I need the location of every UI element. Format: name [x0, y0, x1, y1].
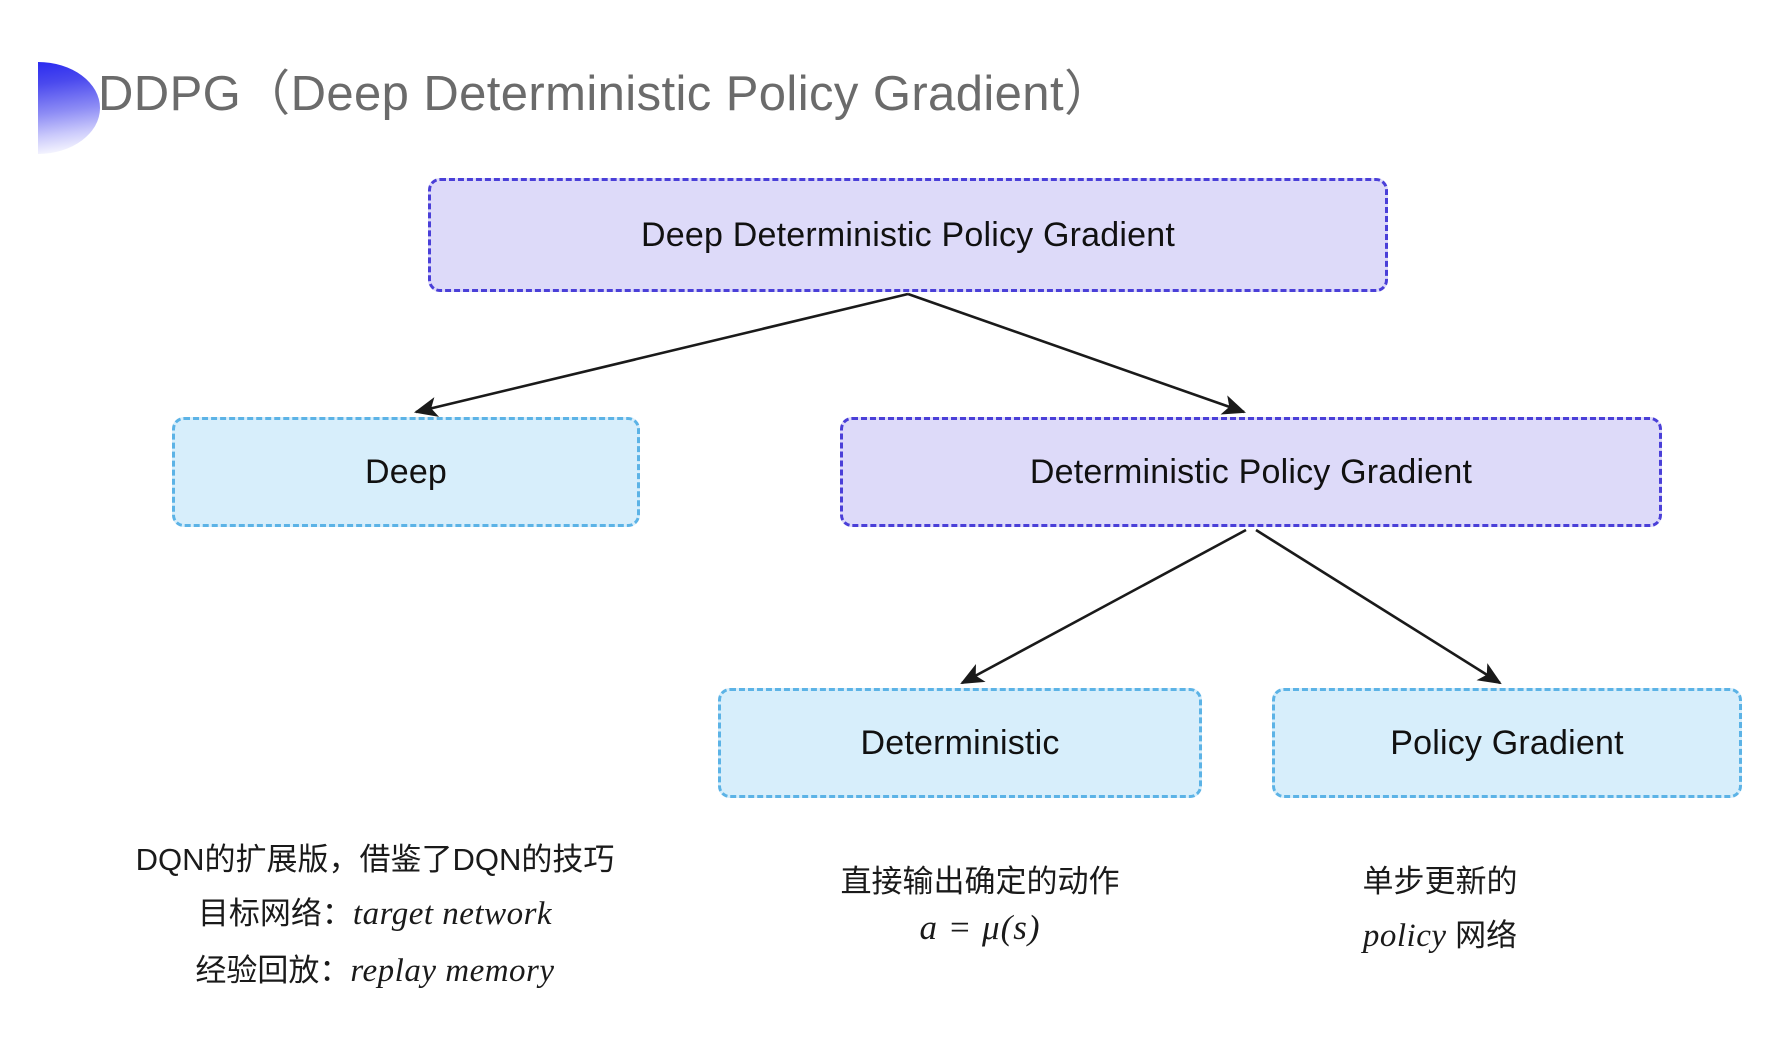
node-deep[interactable]: Deep	[172, 417, 640, 527]
node-dpg-label: Deterministic Policy Gradient	[1029, 452, 1473, 491]
caption-deterministic-formula: a = μ(s)	[919, 908, 1041, 948]
caption-deep-line3: 经验回放：replay memory	[90, 943, 660, 1000]
edge-root-to-dpg	[907, 292, 1246, 415]
caption-deep-line2-label: 目标网络：	[197, 896, 353, 932]
node-root[interactable]: Deep Deterministic Policy Gradient	[428, 178, 1388, 292]
node-pg-label: Policy Gradient	[1390, 723, 1624, 762]
edge-root-to-deep	[413, 292, 909, 417]
node-policy-gradient[interactable]: Policy Gradient	[1272, 688, 1742, 798]
node-det-label: Deterministic	[860, 723, 1060, 762]
caption-deep-line3-value: replay memory	[350, 953, 555, 990]
node-deterministic-policy-gradient[interactable]: Deterministic Policy Gradient	[840, 417, 1662, 527]
node-deep-label: Deep	[364, 452, 448, 491]
edge-dpg-to-pg	[1255, 528, 1502, 685]
caption-policy-gradient-term: policy	[1362, 918, 1447, 955]
caption-deep-line2: 目标网络：target network	[90, 886, 660, 943]
node-root-label: Deep Deterministic Policy Gradient	[641, 215, 1175, 254]
caption-deterministic-line1: 直接输出确定的动作	[840, 864, 1120, 899]
caption-policy-gradient-line1: 单步更新的	[1362, 864, 1518, 899]
caption-deep-line3-label: 经验回放：	[195, 953, 351, 989]
caption-policy-gradient: 单步更新的 policy 网络	[1230, 855, 1650, 965]
caption-policy-gradient-suffix: 网络	[1446, 918, 1518, 954]
caption-deep-line2-value: target network	[352, 896, 553, 933]
half-circle-gradient-bullet-icon	[38, 62, 100, 154]
caption-policy-gradient-line2: policy 网络	[1230, 908, 1650, 965]
page-title: DDPG（Deep Deterministic Policy Gradient）	[98, 67, 1114, 121]
caption-deep: DQN的扩展版，借鉴了DQN的技巧 目标网络：target network 经验…	[90, 833, 660, 1000]
caption-deterministic: 直接输出确定的动作 a = μ(s)	[730, 855, 1230, 948]
node-deterministic[interactable]: Deterministic	[718, 688, 1202, 798]
edge-dpg-to-det	[960, 528, 1247, 685]
caption-deep-line1: DQN的扩展版，借鉴了DQN的技巧	[135, 842, 615, 877]
